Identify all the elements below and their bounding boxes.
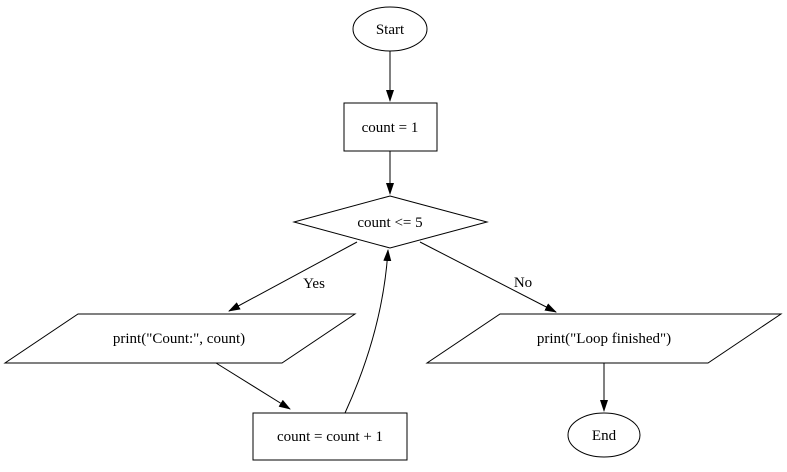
edge-label-no: No <box>514 275 532 291</box>
print-count-label: print("Count:", count) <box>113 331 245 347</box>
node-end: End <box>567 412 641 458</box>
node-start: Start <box>352 6 428 52</box>
increment-label: count = count + 1 <box>277 429 383 445</box>
node-increment: count = count + 1 <box>252 412 408 461</box>
init-rect-shape <box>343 102 438 152</box>
edge-condition-yes <box>228 241 358 312</box>
edge-label-yes: Yes <box>303 276 325 292</box>
node-condition: count <= 5 <box>292 195 489 249</box>
edge-condition-no <box>419 241 557 313</box>
print-finished-label: print("Loop finished") <box>537 331 671 347</box>
print-count-parallelogram-shape <box>3 313 357 364</box>
node-init: count = 1 <box>343 102 438 152</box>
start-label: Start <box>376 22 405 38</box>
init-label: count = 1 <box>362 120 419 136</box>
end-label: End <box>592 428 617 444</box>
increment-rect-shape <box>252 412 408 461</box>
start-oval-shape <box>352 6 428 52</box>
edge-increment-to-condition-loopback <box>344 249 392 414</box>
condition-label: count <= 5 <box>357 215 422 231</box>
end-oval-shape <box>567 412 641 458</box>
condition-diamond-shape <box>292 195 489 249</box>
edge-printcount-to-increment <box>215 362 291 410</box>
node-print-count: print("Count:", count) <box>3 313 357 364</box>
node-print-finished: print("Loop finished") <box>425 313 783 364</box>
print-finished-parallelogram-shape <box>425 313 783 364</box>
